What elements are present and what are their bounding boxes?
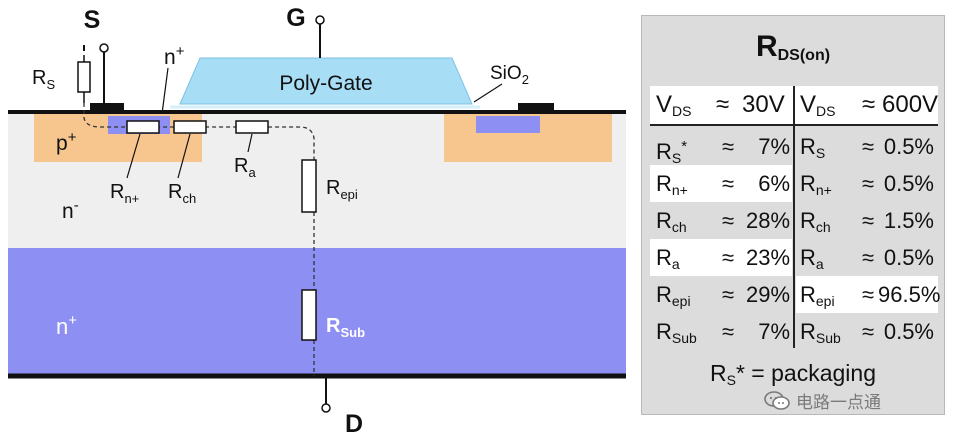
row-value-30v: 7% — [758, 319, 790, 344]
table-row: RSub ≈ 7% RSub ≈ 0.5% — [650, 313, 938, 350]
repi-label: Repi — [326, 177, 358, 202]
source-contact — [90, 103, 124, 111]
row-value-30v: 29% — [746, 282, 791, 307]
row-value-30v: 6% — [758, 171, 790, 196]
row-approx-30v: ≈ — [722, 208, 735, 233]
table-footnote: RS* = packaging — [710, 360, 876, 388]
row-label-600v: Rch — [800, 208, 831, 235]
rsub-resistor — [301, 289, 317, 341]
header-600v-approx: ≈ — [862, 91, 876, 118]
rsub-label: RSub — [326, 315, 365, 340]
poly-gate — [179, 57, 473, 105]
n-plus-top-label: n+ — [164, 43, 185, 69]
ra-pointer — [247, 133, 253, 153]
row-label-30v: Rch — [656, 208, 687, 235]
column-divider — [793, 86, 795, 348]
row-approx-600v: ≈ — [862, 319, 875, 344]
n-plus-substrate — [8, 248, 626, 374]
header-30v-label: VDS — [656, 91, 692, 119]
rnplus-label: Rn+ — [110, 181, 139, 206]
row-label-600v: RSub — [800, 319, 841, 346]
gate-terminal-label: G — [286, 4, 305, 32]
row-value-30v: 7% — [758, 134, 790, 159]
row-label-600v: Ra — [800, 245, 824, 272]
n-plus-pointer — [161, 67, 169, 115]
watermark: 电路一点通 — [764, 388, 881, 416]
row-label-30v: Repi — [656, 282, 691, 309]
row-highlight — [650, 165, 792, 202]
n-minus-label: n- — [62, 197, 79, 223]
row-approx-600v: ≈ — [862, 245, 875, 270]
row-highlight — [796, 276, 938, 313]
row-approx-600v: ≈ — [862, 208, 875, 233]
drain-terminal-label: D — [345, 410, 363, 438]
rch-pointer — [177, 133, 191, 179]
table-row: Repi ≈ 29% Repi ≈ 96.5% — [650, 276, 941, 313]
repi-resistor — [301, 159, 317, 213]
table-row: Ra ≈ 23% Ra ≈ 0.5% — [650, 239, 938, 276]
row-label-600v: Repi — [800, 282, 835, 309]
row-label-30v: RS* — [656, 138, 688, 166]
rch-label: Rch — [168, 181, 196, 206]
row-label-600v: Rn+ — [800, 171, 832, 198]
table-row: Rn+ ≈ 6% Rn+ ≈ 0.5% — [650, 165, 938, 202]
row-label-30v: Rn+ — [656, 171, 688, 198]
rs-resistor — [77, 61, 91, 93]
source-terminal-icon — [99, 43, 109, 53]
rch-resistor — [173, 120, 207, 134]
rnplus-pointer — [126, 133, 141, 179]
header-30v-approx: ≈ — [716, 91, 730, 118]
row-approx-600v: ≈ — [862, 134, 875, 159]
row-approx-30v: ≈ — [722, 245, 735, 270]
row-value-600v: 0.5% — [883, 171, 934, 196]
table-title: RDS(on) — [755, 30, 831, 64]
row-value-600v: 1.5% — [883, 208, 934, 233]
watermark-text: 电路一点通 — [796, 393, 881, 412]
row-approx-30v: ≈ — [722, 134, 735, 159]
row-value-600v: 0.5% — [883, 134, 934, 159]
row-value-30v: 28% — [746, 208, 791, 233]
n-plus-pocket-right — [476, 116, 540, 133]
right-contact — [518, 103, 554, 111]
row-approx-30v: ≈ — [722, 171, 735, 196]
table-row: Rch ≈ 28% Rch ≈ 1.5% — [650, 202, 938, 239]
poly-gate-label: Poly-Gate — [279, 72, 372, 95]
p-plus-label: p+ — [56, 129, 77, 155]
row-approx-600v: ≈ — [862, 282, 875, 307]
rdson-table: RDS(on) VDS ≈ 30V VDS ≈ 600V RS* ≈ 7% RS… — [641, 15, 945, 415]
rnplus-resistor — [126, 120, 160, 134]
header-600v-label: VDS — [800, 91, 836, 119]
row-approx-30v: ≈ — [722, 282, 735, 307]
row-value-600v: 0.5% — [883, 245, 934, 270]
header-30v-value: 30V — [742, 91, 785, 118]
drain-terminal-icon — [321, 403, 331, 413]
row-value-30v: 23% — [746, 245, 791, 270]
rs-label: RS — [32, 67, 55, 92]
oxide-label: SiO2 — [490, 63, 529, 87]
ra-resistor — [235, 120, 269, 134]
row-label-30v: Ra — [656, 245, 680, 272]
oxide-pointer — [473, 83, 503, 103]
gate-terminal-icon — [315, 15, 325, 25]
mosfet-cross-section: Poly-Gate G SiO2 S RS n+ Rn+ Rch Ra p+ n… — [8, 4, 626, 438]
header-600v-value: 600V — [882, 91, 939, 118]
n-plus-substrate-label: n+ — [56, 312, 77, 339]
table-row: RS* ≈ 7% RS ≈ 0.5% — [650, 128, 938, 166]
row-highlight — [650, 239, 792, 276]
source-terminal-label: S — [84, 6, 101, 34]
wechat-icon — [764, 391, 790, 416]
ra-label: Ra — [234, 155, 256, 180]
row-value-600v: 0.5% — [883, 319, 934, 344]
row-approx-30v: ≈ — [722, 319, 735, 344]
row-label-30v: RSub — [656, 319, 697, 346]
row-label-600v: RS — [800, 134, 826, 161]
row-approx-600v: ≈ — [862, 171, 875, 196]
row-value-600v: 96.5% — [878, 282, 941, 307]
